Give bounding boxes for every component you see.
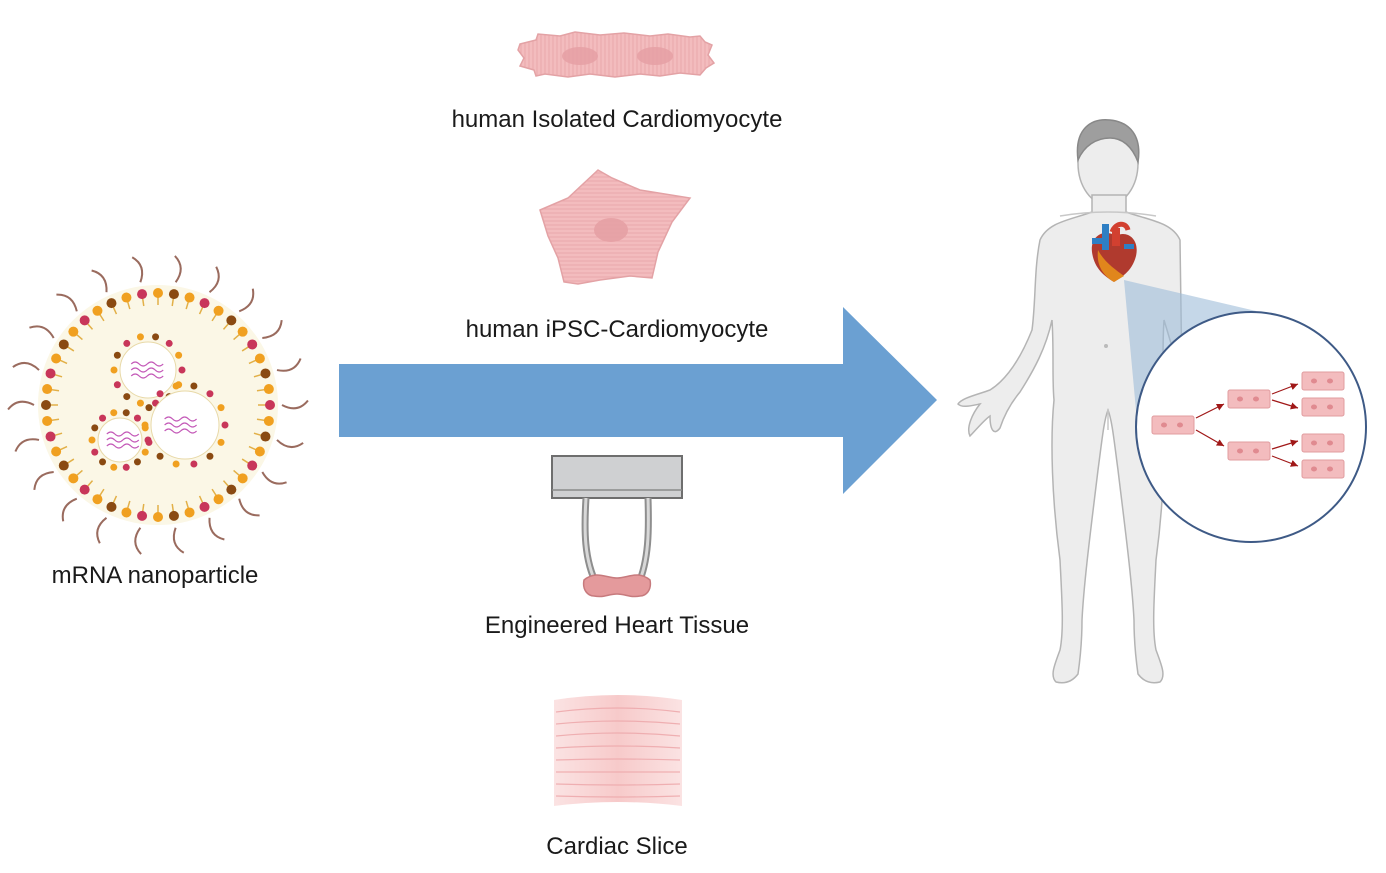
proliferating-cells bbox=[1151, 371, 1345, 479]
nanoparticle-label: mRNA nanoparticle bbox=[51, 562, 259, 589]
engineered-heart-tissue-label: Engineered Heart Tissue bbox=[484, 612, 750, 639]
engineered-heart-tissue-icon bbox=[551, 455, 683, 598]
flow-arrow bbox=[339, 307, 937, 494]
ipsc-cardiomyocyte-icon bbox=[539, 169, 692, 285]
cardiac-slice-icon bbox=[554, 695, 682, 806]
zoom-circle bbox=[1135, 311, 1367, 543]
cardiac-slice-label: Cardiac Slice bbox=[546, 833, 688, 860]
mrna-nanoparticle-icon bbox=[7, 255, 309, 555]
ipsc-cardiomyocyte-label: human iPSC-Cardiomyocyte bbox=[465, 316, 769, 343]
heart-icon bbox=[1091, 221, 1137, 282]
human-body-icon bbox=[957, 119, 1183, 684]
isolated-cardiomyocyte-icon bbox=[517, 31, 716, 78]
isolated-cardiomyocyte-label: human Isolated Cardiomyocyte bbox=[451, 106, 783, 133]
